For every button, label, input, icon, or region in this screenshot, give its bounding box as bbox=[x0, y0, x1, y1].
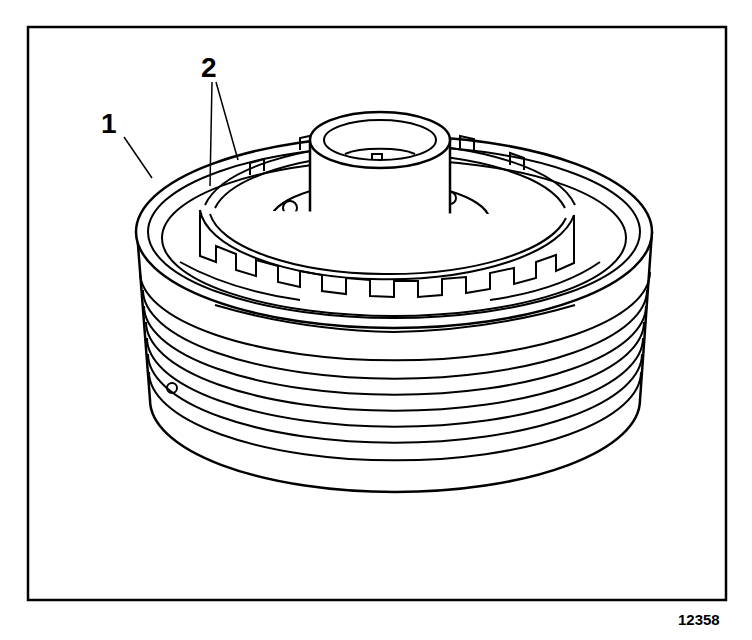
leader-line bbox=[216, 82, 238, 160]
reluctor-ring-edge bbox=[200, 210, 574, 279]
figure-number: 12358 bbox=[678, 612, 720, 627]
reluctor-ring-front bbox=[200, 210, 574, 297]
pulley-groove bbox=[147, 338, 643, 427]
callout-number: 1 bbox=[101, 110, 117, 138]
hub-bore bbox=[324, 120, 436, 160]
leader-line bbox=[210, 82, 212, 186]
pulley-web bbox=[215, 305, 575, 332]
pulley-hole bbox=[167, 383, 177, 393]
hub-top bbox=[310, 112, 450, 168]
reluctor-ring-edge bbox=[210, 214, 566, 274]
keyway bbox=[372, 154, 382, 160]
leader-line bbox=[124, 137, 152, 178]
figure-frame bbox=[28, 27, 726, 600]
pulley-groove bbox=[148, 354, 642, 443]
pulley-groove bbox=[146, 322, 644, 411]
pulley-groove bbox=[149, 372, 641, 460]
callout-number: 2 bbox=[201, 54, 217, 82]
